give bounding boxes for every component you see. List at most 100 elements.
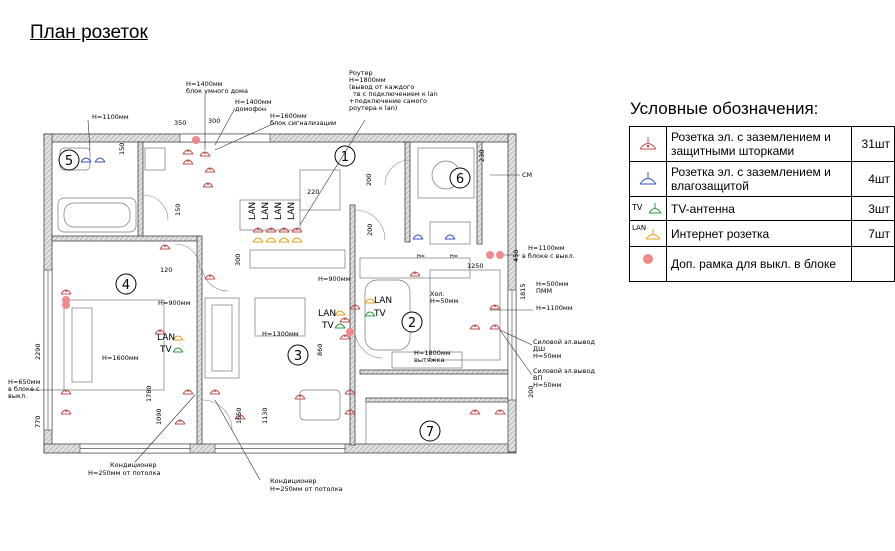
legend-row: Розетка эл. с заземлением и влагозащитой… xyxy=(629,161,895,197)
lan-tag: LAN xyxy=(318,309,336,319)
intercom-label: домофон xyxy=(235,105,266,113)
intercom-label: Н=1400мм xyxy=(235,98,272,106)
grounded-socket-marker xyxy=(265,227,277,233)
power-outlet-label: Силовой эл.вывод xyxy=(533,367,596,375)
dishwasher-label: ПММ xyxy=(536,287,552,295)
toilet xyxy=(429,221,471,245)
walls xyxy=(43,133,517,454)
legend-label: Интернет розетка xyxy=(666,220,852,247)
grounded-socket-marker xyxy=(204,274,216,280)
alarm-label: блок сигнализации xyxy=(270,119,336,127)
lan-tag: LAN xyxy=(261,202,271,220)
lan-prefix: LAN xyxy=(632,224,646,232)
power-outlet-label: Силовой эл.вывод xyxy=(533,338,596,346)
smart-home-label: Н=1400мм xyxy=(186,80,223,88)
tv-stand xyxy=(249,249,346,269)
room-number: 5 xyxy=(65,154,73,169)
room-5: 5 xyxy=(58,149,80,171)
dimension-label: 350 xyxy=(174,119,186,127)
legend-symbol-cell xyxy=(629,246,667,282)
page-title: План розеток xyxy=(30,22,148,43)
height-label: Н= xyxy=(450,254,458,260)
grounded-socket-marker xyxy=(159,244,171,250)
dimension-label: 200 xyxy=(527,386,535,398)
room-6: 6 xyxy=(449,167,471,189)
router-label: Н=1800мм xyxy=(349,76,386,84)
washing-machine xyxy=(417,147,475,199)
waterproof-socket-marker xyxy=(412,234,424,240)
dimension-label: 1780 xyxy=(145,385,153,402)
fridge-label: Н=50мм xyxy=(430,297,459,305)
tv-tag: TV xyxy=(159,345,172,355)
dimension-label: 1130 xyxy=(261,407,269,424)
height-label: выкл. xyxy=(8,392,27,400)
hood-label: Н=1800мм xyxy=(414,349,451,357)
hood-label: вытяжка xyxy=(414,356,444,364)
legend-title: Условные обозначения: xyxy=(630,99,819,118)
power-outlet-label: Н=50мм xyxy=(533,381,562,389)
room-2: 2 xyxy=(401,311,423,333)
grounded-socket-marker xyxy=(202,182,214,188)
power-outlet-label: ВП xyxy=(533,374,542,382)
dimension-label: 120 xyxy=(160,266,172,274)
fridge-label: Хол. xyxy=(430,290,445,298)
wall-bath xyxy=(137,141,144,239)
dimension-label: 150 xyxy=(118,143,126,155)
grounded-socket-marker xyxy=(344,409,356,415)
legend-row: TV TV-антенна 3шт xyxy=(629,196,895,221)
bed xyxy=(63,299,165,391)
height-label: Н=1100мм xyxy=(92,113,129,121)
dimension-label: 770 xyxy=(34,416,42,428)
tv-prefix: TV xyxy=(631,203,643,212)
room-1: 1 xyxy=(334,145,356,167)
grounded-socket-marker xyxy=(344,389,356,395)
grounded-socket-marker xyxy=(182,159,194,165)
grounded-socket-marker xyxy=(174,419,186,425)
height-label: Н=1100мм xyxy=(528,244,565,252)
tv-tag: TV xyxy=(373,309,386,319)
sofa xyxy=(204,297,240,379)
height-label: в блоке с выкл. xyxy=(522,252,575,260)
lan-socket-marker xyxy=(334,310,346,316)
table xyxy=(364,279,411,351)
router-label: роутера к lan) xyxy=(349,104,397,112)
legend-row: Розетка эл. с заземлением и защитными шт… xyxy=(629,126,895,162)
legend-label: TV-антенна xyxy=(666,196,852,221)
waterproof-socket-marker xyxy=(94,157,106,163)
grounded-socket-marker xyxy=(234,414,246,420)
lan-tag: LAN xyxy=(287,202,297,220)
legend-count xyxy=(851,246,895,282)
grounded-socket-marker xyxy=(469,409,481,415)
legend-label: Розетка эл. с заземлением и влагозащитой xyxy=(666,161,852,197)
legend-count: 7шт xyxy=(851,220,895,247)
lan-tag: LAN xyxy=(374,296,392,306)
router-label: тв с подключением к lan xyxy=(353,90,438,98)
grounded-socket-marker xyxy=(349,304,361,310)
dimension-label: 1650 xyxy=(235,407,243,424)
lan-tag: LAN xyxy=(274,202,284,220)
legend-symbol-cell xyxy=(629,126,667,162)
legend-count: 4шт xyxy=(851,161,895,197)
dimension-label: 150 xyxy=(174,204,182,216)
ac-label: Кондиционер xyxy=(110,461,157,469)
room-4: 4 xyxy=(115,273,137,295)
grounded-socket-marker xyxy=(489,304,501,310)
extra-frame-icon xyxy=(643,254,653,264)
height-label: Н=900мм xyxy=(318,275,351,283)
room-number: 2 xyxy=(408,316,416,331)
height-label: Н=1100мм xyxy=(536,304,573,312)
extra-frame-marker xyxy=(486,251,494,259)
grounded-socket-marker xyxy=(489,324,501,330)
grounded-socket-marker xyxy=(469,324,481,330)
dimension-label: 230 xyxy=(478,150,486,162)
router-label: Роутер xyxy=(349,69,373,77)
kitchen-counter xyxy=(429,269,501,361)
grounded-socket-marker xyxy=(209,389,221,395)
grounded-socket-marker xyxy=(182,389,194,395)
windows xyxy=(43,133,517,454)
extra-frame-marker xyxy=(62,296,70,304)
alarm-label: Н=1600мм xyxy=(270,112,307,120)
height-label: Н=1600мм xyxy=(102,354,139,362)
wall-corridor xyxy=(404,141,411,243)
